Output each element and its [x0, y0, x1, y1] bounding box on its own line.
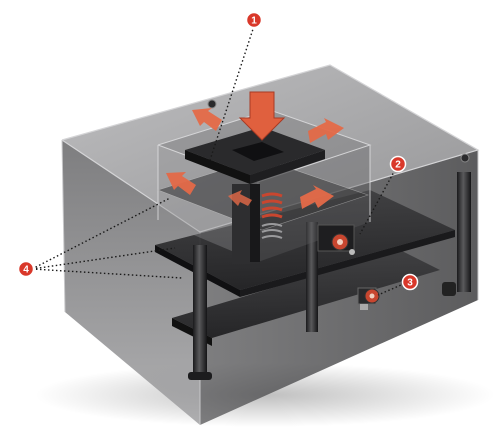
leader-line-4	[31, 268, 183, 279]
lid-screw	[207, 99, 217, 109]
support-posts	[188, 172, 471, 380]
svg-text:1: 1	[251, 16, 257, 27]
svg-text:4: 4	[23, 265, 29, 276]
leader-line-4	[31, 197, 171, 270]
force-arrow-icon	[166, 108, 344, 209]
support-post	[193, 245, 207, 375]
spring-icon	[261, 223, 283, 239]
spring-icon	[261, 192, 283, 219]
force-arrow-icon	[238, 91, 286, 141]
dial-icon	[317, 224, 355, 255]
dial-icon	[357, 287, 380, 310]
press-plate	[185, 127, 325, 184]
lid-screw	[460, 153, 470, 163]
callout-2: 2	[389, 155, 407, 173]
support-post	[457, 172, 471, 292]
svg-text:2: 2	[395, 160, 401, 171]
leader-line-4	[31, 247, 176, 270]
support-post	[306, 222, 318, 332]
callout-1: 1	[245, 11, 263, 29]
leader-line-2	[359, 169, 396, 235]
callout-4: 4	[17, 260, 35, 278]
callout-3: 3	[401, 273, 419, 291]
svg-text:3: 3	[407, 278, 413, 289]
enclosure-front-face	[62, 140, 200, 425]
